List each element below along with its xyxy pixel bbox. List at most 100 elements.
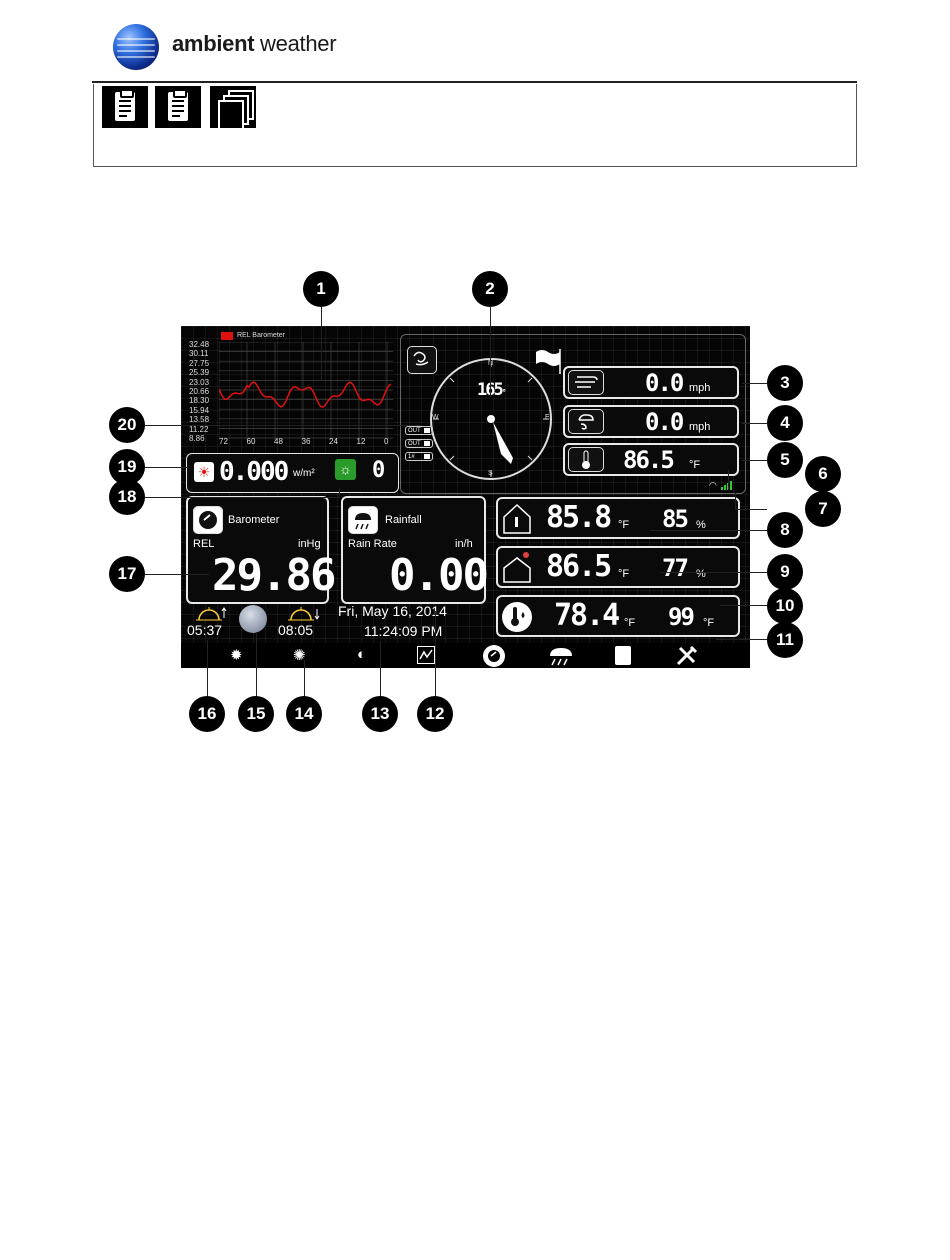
wind-gust-unit: mph (689, 421, 711, 433)
callout-19: 19 (109, 449, 145, 485)
barometer-mode: REL (193, 538, 215, 550)
y-tick: 20.66 (189, 387, 210, 396)
uv-value: 0 (372, 458, 385, 483)
callout-16: 16 (189, 696, 225, 732)
logo-globe-icon (113, 24, 159, 70)
callout-13: 13 (362, 696, 398, 732)
sunset-time: 08:05 (278, 622, 314, 638)
x-tick: 60 (246, 437, 256, 446)
callout-15: 15 (238, 696, 274, 732)
pages-icon (210, 86, 256, 130)
thermometer-icon[interactable] (568, 447, 604, 472)
sun-icon[interactable]: ☀ (194, 462, 214, 482)
wind-gust-panel: 0.0 mph (563, 405, 739, 438)
brightness-up-icon[interactable]: ✹ (230, 647, 243, 664)
barometer-nav-icon[interactable] (483, 645, 505, 667)
wind-speed-unit: mph (689, 382, 711, 394)
date-display: Fri, May 16, 2014 (338, 603, 447, 619)
callout-14: 14 (286, 696, 322, 732)
indoor-house-icon[interactable] (500, 501, 534, 535)
sunset-icon (288, 607, 320, 621)
solar-value: 0.000 (219, 457, 289, 487)
x-tick: 0 (384, 437, 389, 446)
barometer-icon[interactable] (193, 506, 223, 534)
callout-6: 6 (805, 456, 841, 492)
y-tick: 25.39 (189, 368, 210, 378)
settings-tools-icon[interactable] (675, 645, 699, 667)
dew-heat-panel: 78.4 °F 99 °F (496, 595, 740, 637)
rainfall-panel: Rainfall Rain Rate in/h 0.00 (341, 496, 489, 604)
barometer-title: Barometer (228, 514, 280, 526)
battery-icon: 1# (405, 452, 433, 461)
indoor-temp-unit: °F (618, 519, 630, 531)
wind-gust-value: 0.0 (645, 408, 684, 436)
dewpoint-unit: °F (624, 617, 636, 629)
clipboard-icon (102, 86, 148, 128)
callout-4: 4 (767, 405, 803, 441)
graph-icon[interactable] (417, 646, 435, 664)
y-tick: 30.11 (189, 349, 209, 359)
contrast-icon[interactable]: ◐ (357, 646, 367, 663)
indoor-temp-value: 85.8 (546, 500, 612, 535)
x-tick: 12 (356, 437, 366, 446)
callout-7: 7 (805, 491, 841, 527)
y-tick: 11.22 (189, 424, 209, 434)
wind-speed-value: 0.0 (645, 369, 684, 397)
compass-s: S (488, 470, 493, 477)
battery-label: OUT (408, 441, 421, 447)
y-tick: 15.94 (189, 405, 210, 415)
note-box (93, 84, 857, 167)
toolbar: ✹ ✺ ◐ (181, 643, 750, 668)
battery-icon: OUT (405, 439, 433, 448)
callout-5: 5 (767, 442, 803, 478)
battery-indicators: OUT OUT 1# (405, 426, 433, 465)
rain-icon[interactable] (348, 506, 378, 534)
dewpoint-icon[interactable] (502, 602, 532, 632)
outdoor-temp-value: 86.5 (546, 549, 612, 584)
rainfall-title: Rainfall (385, 514, 422, 526)
y-tick: 18.30 (189, 396, 210, 406)
barometer-value: 29.86 (212, 550, 336, 601)
y-tick: 32.48 (189, 340, 210, 349)
x-tick: 24 (329, 437, 338, 446)
wind-gust-icon[interactable] (568, 409, 604, 434)
wind-speed-panel: 0.0 mph (563, 366, 739, 399)
callout-1: 1 (303, 271, 339, 307)
feels-like-value: 86.5 (623, 446, 675, 474)
chart-legend: REL Barometer (237, 332, 285, 339)
outdoor-humidity-unit: % (696, 568, 706, 580)
uv-icon[interactable]: ☼ (335, 459, 356, 480)
wind-icon[interactable] (407, 346, 437, 374)
feels-like-panel: 86.5 °F (563, 443, 739, 476)
wind-speed-icon[interactable] (568, 370, 604, 395)
outdoor-house-icon[interactable] (500, 550, 534, 584)
outdoor-humidity-value: 77 (662, 554, 689, 582)
flag-icon (536, 349, 561, 374)
time-display: 11:24:09 PM (364, 623, 443, 639)
rain-nav-icon[interactable] (546, 645, 576, 667)
clipboard-nav-icon[interactable] (615, 646, 631, 665)
barometer-series-line (219, 381, 392, 408)
callout-9: 9 (767, 554, 803, 590)
feels-like-unit: °F (689, 459, 701, 471)
dewpoint-value: 78.4 (554, 598, 620, 633)
brightness-down-icon[interactable]: ✺ (293, 647, 306, 664)
header-rule (92, 81, 857, 83)
outdoor-temp-unit: °F (618, 568, 630, 580)
battery-label: OUT (408, 428, 421, 434)
solar-panel: ☀ 0.000 w/m² ☼ 0 (186, 453, 399, 493)
y-tick: 13.58 (189, 415, 210, 425)
moon-phase-icon[interactable] (239, 605, 267, 633)
callout-20: 20 (109, 407, 145, 443)
barometer-unit: inHg (298, 538, 321, 550)
x-tick: 72 (219, 437, 228, 446)
wind-compass (430, 358, 552, 480)
outdoor-panel: 86.5 °F 77 % (496, 546, 740, 588)
callout-3: 3 (767, 365, 803, 401)
rain-rate-value: 0.00 (389, 550, 489, 601)
indoor-humidity-unit: % (696, 519, 706, 531)
x-tick: 36 (301, 437, 311, 446)
heat-index-unit: °F (703, 617, 715, 629)
